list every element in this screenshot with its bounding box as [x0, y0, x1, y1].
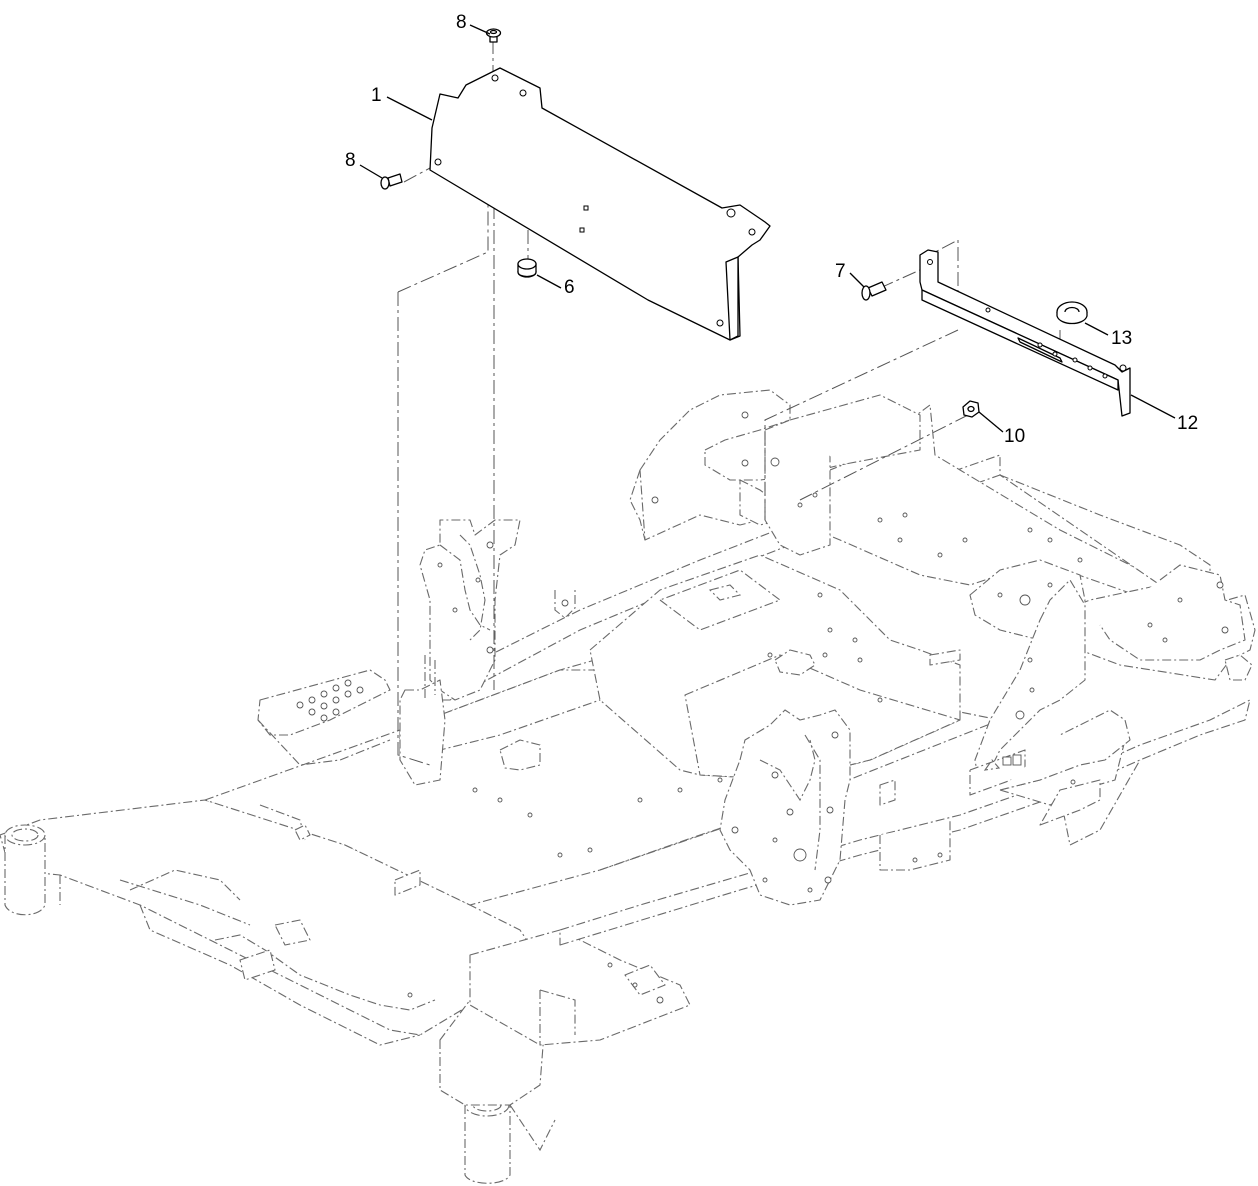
chassis-frame [0, 389, 1256, 1184]
assembly-lines [397, 40, 1061, 766]
foot-plate [257, 669, 391, 766]
callout-8-top: 8 [456, 12, 467, 33]
callout-6: 6 [564, 277, 575, 298]
part-1-panel [429, 67, 771, 341]
part-7-bolt [861, 281, 887, 301]
callout-12: 12 [1177, 413, 1198, 434]
leader-lines [359, 24, 1176, 433]
warning-decal [969, 749, 1026, 796]
callouts: 8 1 8 6 7 13 12 10 [345, 12, 1198, 447]
part-6-grommet [517, 258, 537, 278]
part-10-nut [962, 400, 980, 418]
callout-10: 10 [1004, 426, 1025, 447]
part-12-bracket [919, 249, 1131, 417]
part-8-screw-side [380, 173, 403, 190]
callout-13: 13 [1111, 328, 1132, 349]
caster-tube-left-rear [4, 824, 46, 916]
part-13-washer [1056, 301, 1088, 325]
part-8-screw-top [485, 28, 502, 43]
callout-7: 7 [835, 261, 846, 282]
callout-1: 1 [371, 85, 382, 106]
callout-8-side: 8 [345, 150, 356, 171]
